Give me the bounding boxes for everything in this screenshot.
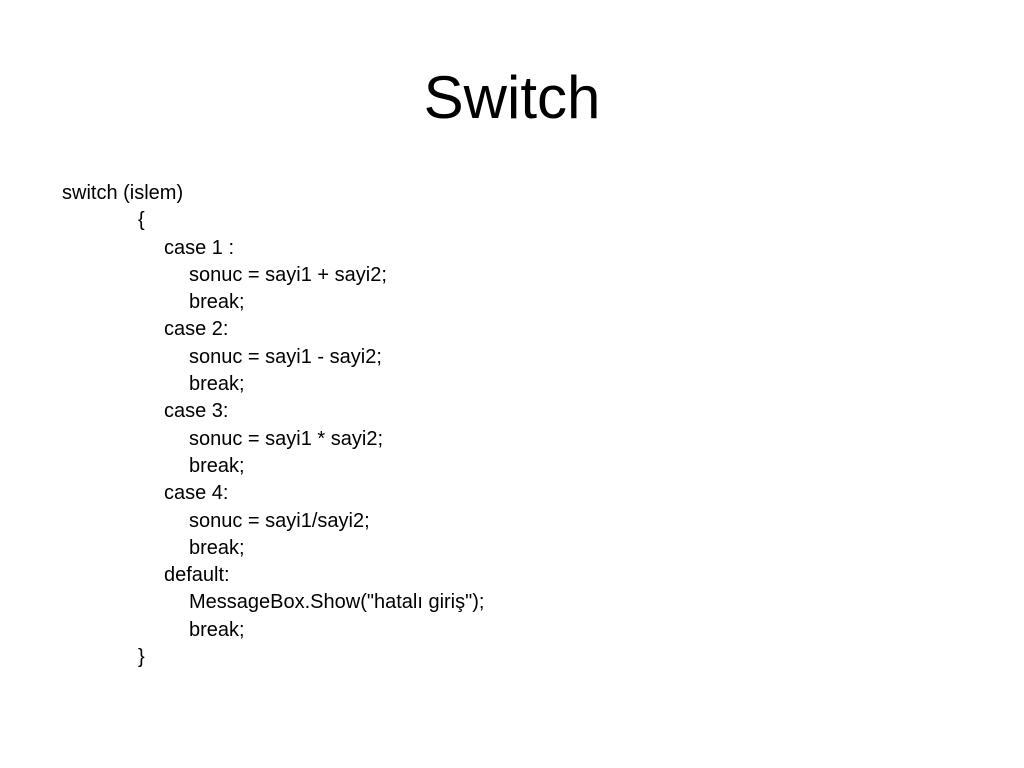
code-line: { (138, 209, 145, 232)
code-line: case 3: (164, 400, 229, 423)
code-line: sonuc = sayi1 * sayi2; (189, 427, 383, 450)
code-line: case 4: (164, 482, 229, 505)
code-line: } (138, 646, 145, 669)
code-block: switch (islem) { case 1 : sonuc = sayi1 … (62, 180, 484, 671)
code-line: sonuc = sayi1/sayi2; (189, 509, 370, 532)
code-line: switch (islem) (62, 182, 184, 204)
code-line: break; (189, 373, 245, 396)
code-line: break; (189, 618, 245, 641)
code-line: break; (189, 536, 245, 559)
code-line: break; (189, 454, 245, 477)
code-line: sonuc = sayi1 - sayi2; (189, 345, 382, 368)
code-line: default: (164, 564, 230, 587)
code-line: case 2: (164, 318, 229, 341)
slide-title: Switch (423, 64, 601, 131)
code-line: case 1 : (164, 236, 235, 259)
code-line: sonuc = sayi1 + sayi2; (189, 263, 387, 286)
code-line: MessageBox.Show("hatalı giriş"); (189, 591, 485, 614)
code-line: break; (189, 291, 245, 314)
